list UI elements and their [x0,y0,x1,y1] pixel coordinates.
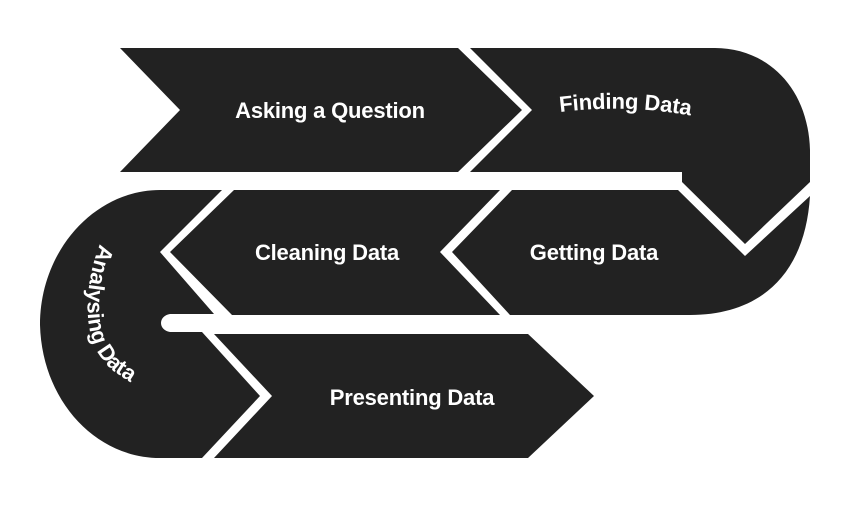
step-presenting-label: Presenting Data [330,385,495,410]
step-asking-shape [120,48,522,172]
step-getting-shape [452,190,810,315]
step-cleaning-shape [170,190,500,315]
step-presenting-shape [214,334,594,458]
step-asking-label: Asking a Question [235,98,425,123]
step-getting-label: Getting Data [530,240,659,265]
step-finding-shape [470,48,810,244]
step-analysing-shape [40,190,260,458]
step-cleaning-label: Cleaning Data [255,240,400,265]
